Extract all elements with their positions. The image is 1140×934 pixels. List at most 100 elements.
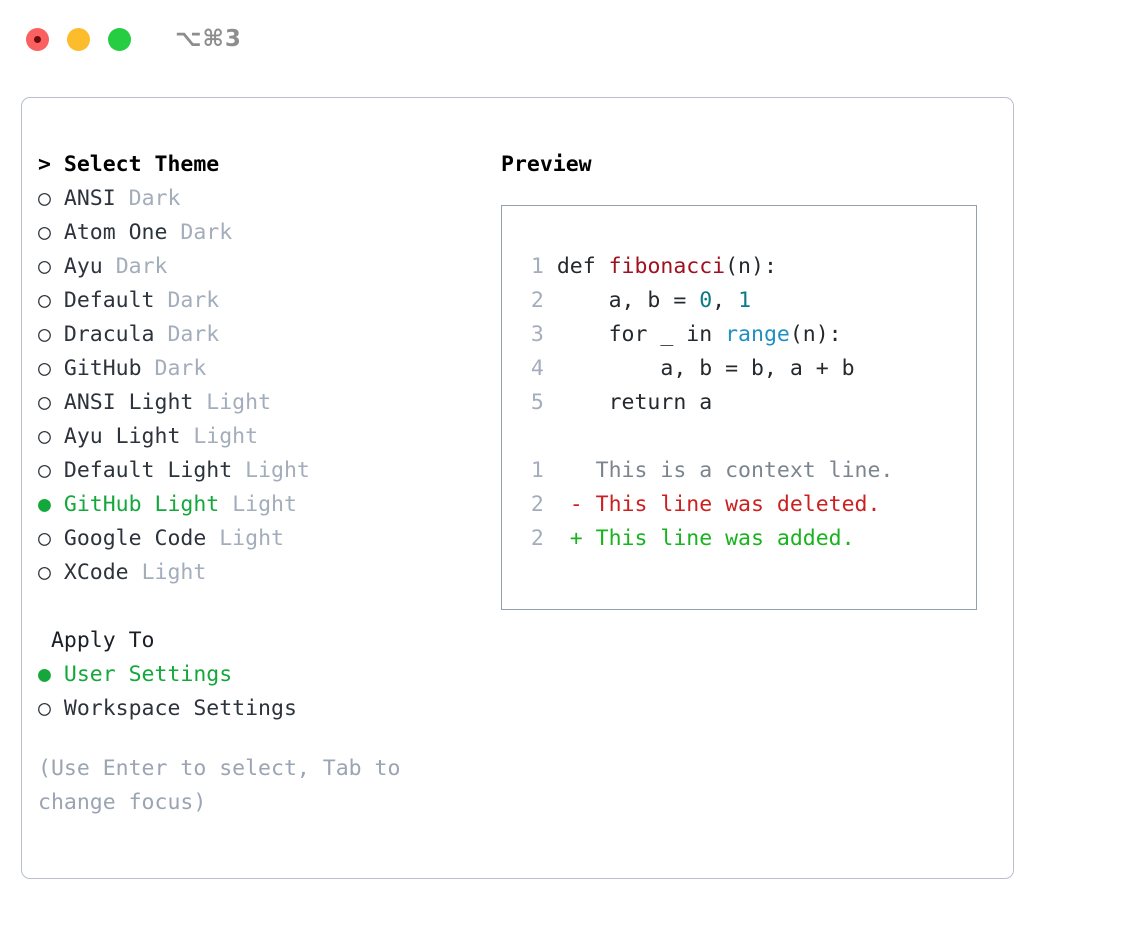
gutter-gap (544, 254, 557, 279)
theme-list-item[interactable]: ○ ANSI Light Light (38, 386, 478, 420)
code-token: a, b = b, a + b (556, 356, 855, 381)
select-theme-heading-label: Select Theme (63, 152, 220, 177)
line-number: 1 (530, 254, 544, 279)
theme-list-item[interactable]: ○ ANSI Dark (38, 182, 478, 216)
theme-kind-label: Light (245, 458, 310, 483)
theme-list-item[interactable]: ○ Default Dark (38, 284, 478, 318)
gutter-gap (544, 288, 557, 313)
spacer (51, 356, 64, 381)
code-token: , (712, 288, 739, 313)
spacer (142, 356, 155, 381)
theme-kind-label: Dark (154, 356, 207, 381)
theme-name-label: Ayu (63, 254, 103, 279)
radio-unselected-icon: ○ (38, 220, 51, 245)
gutter-gap (544, 390, 557, 415)
theme-kind-label: Dark (180, 220, 233, 245)
theme-list-item[interactable]: ○ Default Light Light (38, 454, 478, 488)
spacer (51, 390, 64, 415)
theme-list-item[interactable]: ○ Ayu Dark (38, 250, 478, 284)
close-button[interactable] (26, 27, 49, 51)
theme-list-item[interactable]: ○ Atom One Dark (38, 216, 478, 250)
diff-line-text: + This line was added. (543, 526, 855, 551)
code-token: 1 (738, 288, 752, 313)
apply-to-option-label: User Settings (63, 662, 233, 687)
section-spacer (38, 590, 478, 624)
zoom-button[interactable] (108, 27, 131, 51)
radio-unselected-icon: ○ (38, 424, 51, 449)
spacer (51, 696, 64, 721)
line-number: 2 (530, 288, 544, 313)
theme-list-item[interactable]: ○ XCode Light (38, 556, 478, 590)
theme-name-label: Dracula (63, 322, 155, 347)
radio-unselected-icon: ○ (38, 254, 51, 279)
title-bar: ⌥⌘3 (0, 0, 1140, 78)
theme-kind-label: Light (193, 424, 259, 449)
diff-sample: 1 This is a context line. 2 - This line w… (518, 454, 976, 556)
code-token: (n): (789, 322, 842, 347)
theme-list-item[interactable]: ○ Dracula Dark (38, 318, 478, 352)
radio-unselected-icon: ○ (38, 458, 51, 483)
theme-name-label: Google Code (63, 526, 207, 551)
theme-name-label: GitHub (63, 356, 142, 381)
theme-list-item[interactable]: ○ GitHub Dark (38, 352, 478, 386)
line-number: 2 (530, 526, 544, 551)
gutter-gap (544, 322, 557, 347)
code-token: for _ in (556, 322, 726, 347)
theme-name-label: ANSI (63, 186, 116, 211)
spacer (51, 288, 64, 313)
theme-kind-label: Light (232, 492, 297, 517)
radio-unselected-icon: ○ (38, 560, 51, 585)
window-controls (26, 27, 131, 51)
theme-name-label: Default Light (63, 458, 233, 483)
spacer (180, 424, 193, 449)
spacer (51, 492, 64, 517)
line-number: 2 (530, 492, 544, 517)
diff-line: 2 - This line was deleted. (518, 488, 976, 522)
code-token: (n): (725, 254, 777, 279)
theme-name-label: ANSI Light (63, 390, 194, 415)
theme-list-item[interactable]: ○ Ayu Light Light (38, 420, 478, 454)
theme-list-item[interactable]: ● GitHub Light Light (38, 488, 478, 522)
theme-kind-label: Light (141, 560, 207, 585)
theme-kind-label: Light (219, 526, 284, 551)
line-number: 1 (530, 458, 544, 483)
code-token: return a (556, 390, 713, 415)
apply-to-heading: Apply To (38, 624, 478, 658)
spacer (51, 458, 64, 483)
code-token: a, b = (556, 288, 700, 313)
code-token: fibonacci (608, 254, 726, 279)
radio-unselected-icon: ○ (38, 696, 51, 721)
theme-list-item[interactable]: ○ Google Code Light (38, 522, 478, 556)
content-panel: > Select Theme ○ ANSI Dark○ Atom One Dar… (21, 97, 1014, 879)
theme-list: ○ ANSI Dark○ Atom One Dark○ Ayu Dark○ De… (38, 182, 478, 590)
spacer (232, 458, 245, 483)
spacer (155, 288, 168, 313)
radio-unselected-icon: ○ (38, 186, 51, 211)
diff-line-text: This is a context line. (543, 458, 894, 483)
theme-name-label: Default (63, 288, 155, 313)
theme-name-label: XCode (63, 560, 129, 585)
minimize-button[interactable] (67, 27, 90, 51)
spacer (51, 322, 64, 347)
spacer (51, 526, 64, 551)
theme-kind-label: Dark (167, 288, 220, 313)
apply-to-heading-label: Apply To (50, 628, 155, 653)
caret-icon: > (38, 152, 51, 177)
code-token: range (725, 322, 790, 347)
apply-to-option[interactable]: ○ Workspace Settings (38, 692, 478, 726)
spacer (51, 424, 64, 449)
apply-to-option-label: Workspace Settings (63, 696, 297, 721)
theme-name-label: Atom One (63, 220, 168, 245)
theme-kind-label: Light (206, 390, 272, 415)
code-line: 3 for _ in range(n): (518, 318, 976, 352)
spacer (103, 254, 116, 279)
theme-picker-column: > Select Theme ○ ANSI Dark○ Atom One Dar… (38, 148, 478, 820)
theme-kind-label: Dark (128, 186, 181, 211)
preview-title: Preview (501, 152, 592, 177)
spacer (51, 220, 64, 245)
theme-kind-label: Dark (167, 322, 220, 347)
apply-to-option[interactable]: ● User Settings (38, 658, 478, 692)
